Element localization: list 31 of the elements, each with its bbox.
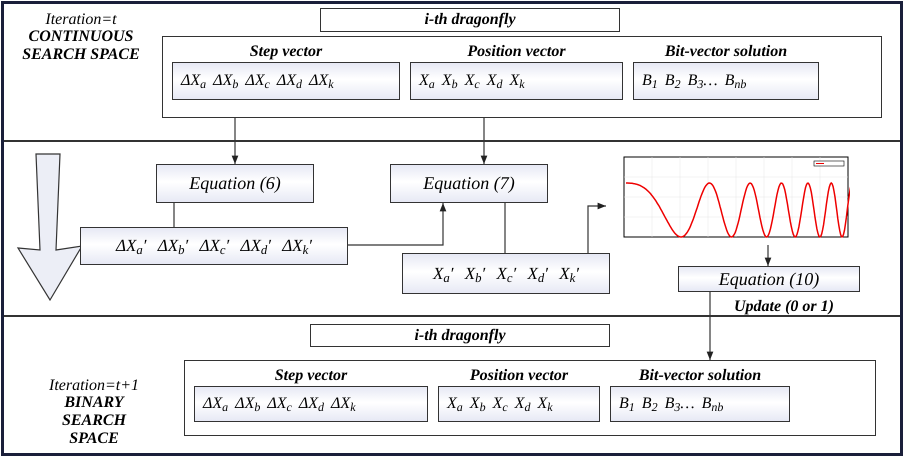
group-heading: Step vector bbox=[248, 42, 324, 62]
connector-arrow bbox=[706, 292, 714, 360]
space-label: CONTINUOUS SEARCH SPACE bbox=[21, 28, 141, 64]
vector-box: X$_{a}$′ X$_{b}$′ X$_{c}$′ X$_{d}$′ X$_{k}$′ bbox=[402, 253, 610, 294]
connector-arrow bbox=[480, 118, 488, 164]
iteration-label: Iteration=t+1 bbox=[48, 376, 140, 396]
group-heading: Step vector bbox=[274, 366, 348, 386]
vector-box: X$_{a}$ X$_{b}$ X$_{c}$ X$_{d}$ X$_{k}$ bbox=[410, 62, 623, 100]
vector-box: ΔX$_{a}$ ΔX$_{b}$ ΔX$_{c}$ ΔX$_{d}$ ΔX$_{k}$ bbox=[194, 386, 428, 422]
equation-box: Equation (7) bbox=[390, 164, 548, 203]
group-frame bbox=[184, 360, 876, 436]
vector-box: ΔX$_{a}$′ ΔX$_{b}$′ ΔX$_{c}$′ ΔX$_{d}$′ ΔX$_{k}$′ bbox=[80, 227, 348, 265]
group-heading: Position vector bbox=[466, 42, 567, 62]
connector-arrow bbox=[587, 202, 606, 253]
connector-arrow bbox=[348, 203, 446, 246]
iteration-label: Iteration=t bbox=[44, 10, 118, 30]
vector-box: X$_{a}$ X$_{b}$ X$_{c}$ X$_{d}$ X$_{k}$ bbox=[438, 386, 600, 422]
equation-box: Equation (6) bbox=[156, 164, 314, 203]
vector-box: B$_{1}$ B$_{2}$ B$_{3}$… B$_{nb}$ bbox=[633, 62, 819, 100]
connector-arrow bbox=[232, 118, 238, 164]
group-heading: Bit-vector solution bbox=[664, 42, 788, 62]
connector-arrow bbox=[764, 245, 772, 266]
group-heading: Position vector bbox=[468, 366, 570, 386]
group-frame bbox=[162, 36, 882, 118]
update-note: Update (0 or 1) bbox=[734, 297, 834, 317]
title-box: i-th dragonfly bbox=[320, 8, 620, 32]
group-heading: Bit-vector solution bbox=[638, 366, 762, 386]
title-box: i-th dragonfly bbox=[310, 324, 610, 347]
vector-box: ΔX$_{a}$ ΔX$_{b}$ ΔX$_{c}$ ΔX$_{d}$ ΔX$_{k}$ bbox=[172, 62, 400, 100]
space-label: BINARY SEARCH SPACE bbox=[60, 394, 128, 448]
vector-box: B$_{1}$ B$_{2}$ B$_{3}$… B$_{nb}$ bbox=[610, 386, 790, 422]
